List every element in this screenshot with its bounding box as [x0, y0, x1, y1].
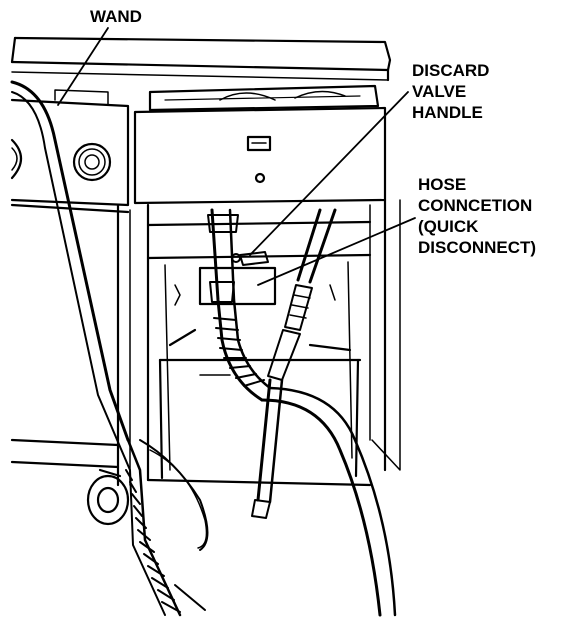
motor-fan — [148, 84, 380, 112]
discard-label-line-3: HANDLE — [412, 103, 483, 122]
cabinet-frame — [10, 106, 401, 487]
wand-corrugated-hose — [125, 469, 181, 613]
hose-label-line-1: HOSE — [418, 175, 467, 194]
hose-label-line-3: (QUICK — [418, 217, 479, 236]
temperature-knob-icon — [72, 142, 112, 182]
discard-label-line-2: VALVE — [412, 82, 467, 101]
cabinet-top — [10, 36, 392, 82]
wand-label: WAND — [90, 6, 142, 27]
return-hose — [174, 208, 397, 617]
caster-wheel — [86, 468, 130, 526]
control-panel — [10, 89, 130, 214]
drawer-details — [246, 135, 272, 184]
hose-connection-label: HOSE CONNCETION (QUICK DISCONNECT) — [418, 174, 536, 258]
hose-label-line-2: CONNCETION — [418, 196, 533, 215]
wand — [10, 80, 209, 617]
discard-valve-leader — [249, 91, 409, 256]
discard-valve-handle-label: DISCARD VALVE HANDLE — [412, 60, 489, 123]
hose-connection-leader — [257, 217, 416, 286]
hose-label-line-4: DISCONNECT) — [418, 238, 537, 257]
wand-label-text: WAND — [90, 7, 142, 26]
leader-lines — [57, 27, 416, 286]
filter-area — [146, 220, 372, 480]
discard-label-line-1: DISCARD — [412, 61, 490, 80]
wand-leader — [57, 27, 109, 106]
discard-valve-handle — [231, 251, 269, 266]
discard-hose — [207, 208, 272, 402]
